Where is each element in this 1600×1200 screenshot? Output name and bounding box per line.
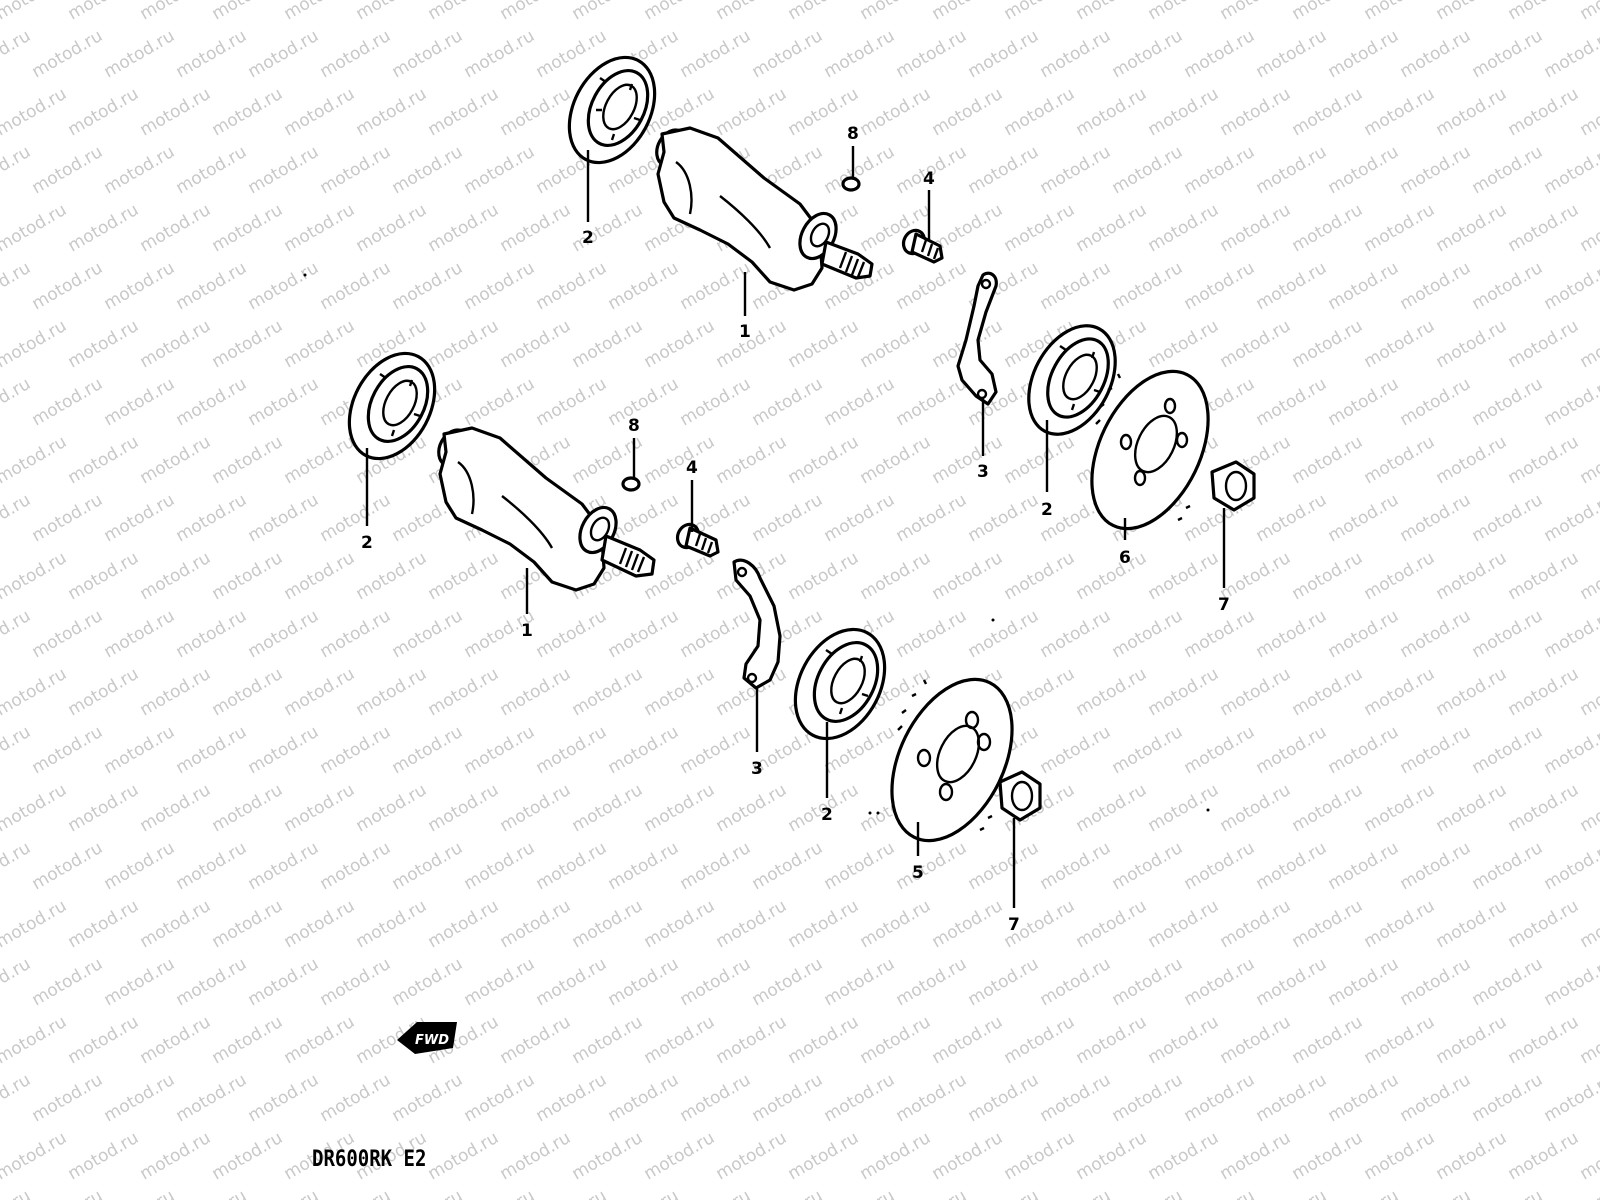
upper-bolt [901, 228, 944, 264]
lower-bearing-left [347, 351, 437, 461]
callout-upper-bearing-left: 2 [582, 228, 594, 248]
upper-assembly [567, 55, 1256, 531]
callout-lower-key: 8 [628, 416, 640, 436]
callout-numbers: 2 1 8 4 3 2 6 7 2 1 8 4 3 2 5 7 [361, 124, 1230, 935]
callout-upper-shaft: 1 [739, 322, 751, 342]
callout-lower-bearing-right: 2 [821, 805, 833, 825]
callout-upper-gear: 6 [1119, 548, 1131, 568]
callout-lower-plate: 3 [751, 759, 763, 779]
callout-lower-nut: 7 [1008, 915, 1020, 935]
callout-lower-bolt: 4 [686, 458, 698, 478]
lower-retainer-plate [732, 558, 782, 690]
callout-upper-key: 8 [847, 124, 859, 144]
callout-upper-bolt: 4 [923, 169, 935, 189]
upper-nut [1210, 460, 1256, 512]
upper-bearing-left [567, 55, 657, 165]
callout-upper-nut: 7 [1218, 595, 1230, 615]
model-code-label: DR600RK E2 [312, 1146, 427, 1172]
lower-bolt [675, 522, 720, 558]
forward-direction-arrow-icon: FWD [397, 1022, 457, 1054]
upper-key [841, 176, 861, 192]
lower-key [621, 476, 641, 492]
upper-balancer-shaft [655, 126, 874, 292]
callout-lower-shaft: 1 [521, 621, 533, 641]
callout-upper-bearing-right: 2 [1041, 500, 1053, 520]
leader-lines [365, 146, 1226, 908]
fwd-label: FWD [415, 1033, 449, 1048]
callout-lower-bearing-left: 2 [361, 533, 373, 553]
lower-driven-gear [890, 677, 1014, 843]
upper-retainer-plate [956, 271, 998, 406]
lower-nut [998, 770, 1042, 822]
lower-assembly [347, 351, 1042, 843]
callout-upper-plate: 3 [977, 462, 989, 482]
callout-lower-gear: 5 [912, 863, 924, 883]
upper-bearing-right [1027, 324, 1117, 436]
lower-bearing-right [793, 627, 887, 741]
scan-specks [303, 273, 1210, 815]
lower-balancer-shaft [437, 426, 656, 592]
upper-driven-gear [1090, 369, 1210, 531]
